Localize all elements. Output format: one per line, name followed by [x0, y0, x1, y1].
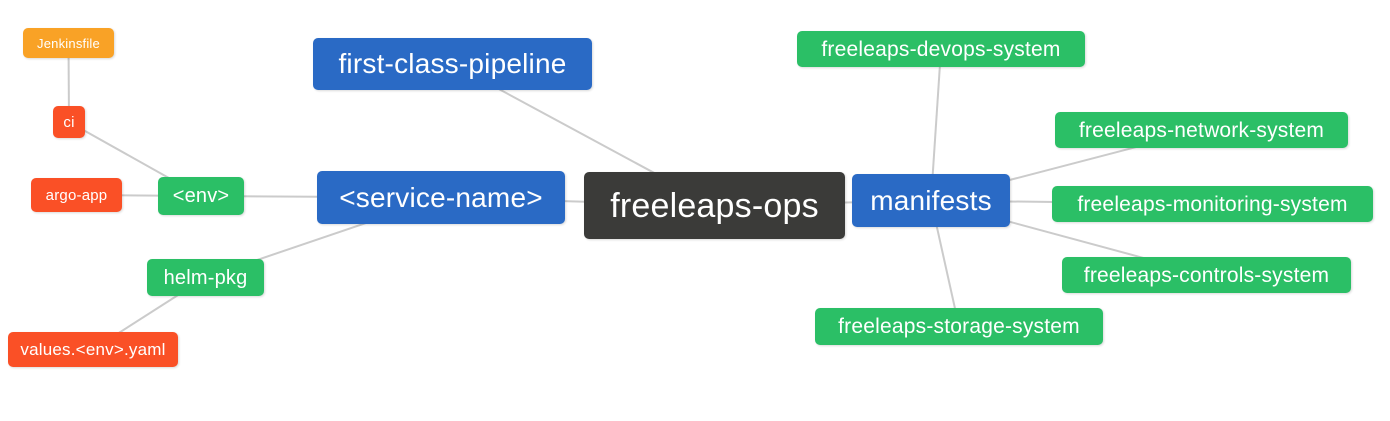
node-freeleaps-network-system[interactable]: freeleaps-network-system: [1055, 112, 1348, 148]
node-service-name[interactable]: <service-name>: [317, 171, 565, 224]
node-values-env-yaml[interactable]: values.<env>.yaml: [8, 332, 178, 367]
node-jenkinsfile[interactable]: Jenkinsfile: [23, 28, 114, 58]
node-helm-pkg[interactable]: helm-pkg: [147, 259, 264, 296]
node-env[interactable]: <env>: [158, 177, 244, 215]
node-first-class-pipeline[interactable]: first-class-pipeline: [313, 38, 592, 90]
node-manifests[interactable]: manifests: [852, 174, 1010, 227]
node-freeleaps-controls-system[interactable]: freeleaps-controls-system: [1062, 257, 1351, 293]
node-freeleaps-monitoring-system[interactable]: freeleaps-monitoring-system: [1052, 186, 1373, 222]
node-argo-app[interactable]: argo-app: [31, 178, 122, 212]
node-ci[interactable]: ci: [53, 106, 85, 138]
node-freeleaps-storage-system[interactable]: freeleaps-storage-system: [815, 308, 1103, 345]
node-freeleaps-devops-system[interactable]: freeleaps-devops-system: [797, 31, 1085, 67]
node-freeleaps-ops[interactable]: freeleaps-ops: [584, 172, 845, 239]
